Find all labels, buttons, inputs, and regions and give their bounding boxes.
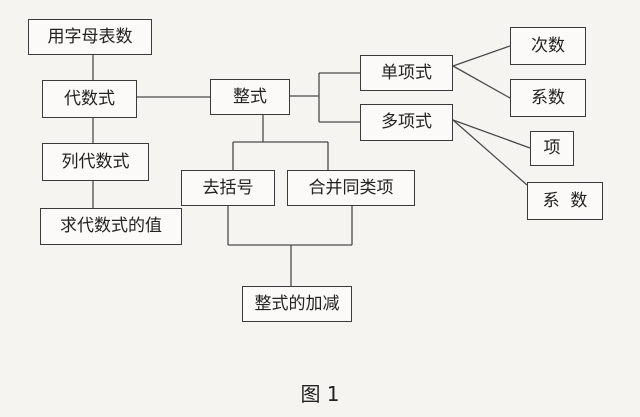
node-add-subtract: 整式的加减 [242, 286, 352, 322]
edge-monomial-to-coefficient [452, 65, 511, 99]
node-algebraic-expression: 代数式 [42, 80, 137, 118]
node-evaluate-algebraic-expression: 求代数式的值 [40, 208, 182, 245]
edge-polynomial-to-coefficient [452, 119, 528, 186]
node-term: 项 [530, 131, 574, 166]
node-degree: 次数 [510, 27, 586, 65]
node-coefficient-polynomial: 系 数 [527, 182, 603, 220]
node-monomial: 单项式 [360, 55, 453, 91]
node-integral-expression: 整式 [210, 79, 290, 115]
node-polynomial: 多项式 [360, 104, 453, 141]
edge-polynomial-to-term [452, 119, 531, 149]
node-remove-brackets: 去括号 [181, 170, 275, 206]
node-use-letters: 用字母表数 [28, 19, 152, 55]
edge-monomial-to-degree [452, 45, 511, 67]
figure-caption: 图 1 [300, 382, 340, 406]
node-combine-like-terms: 合并同类项 [287, 170, 415, 206]
node-write-algebraic-expression: 列代数式 [42, 143, 149, 181]
node-coefficient-monomial: 系数 [510, 79, 586, 117]
